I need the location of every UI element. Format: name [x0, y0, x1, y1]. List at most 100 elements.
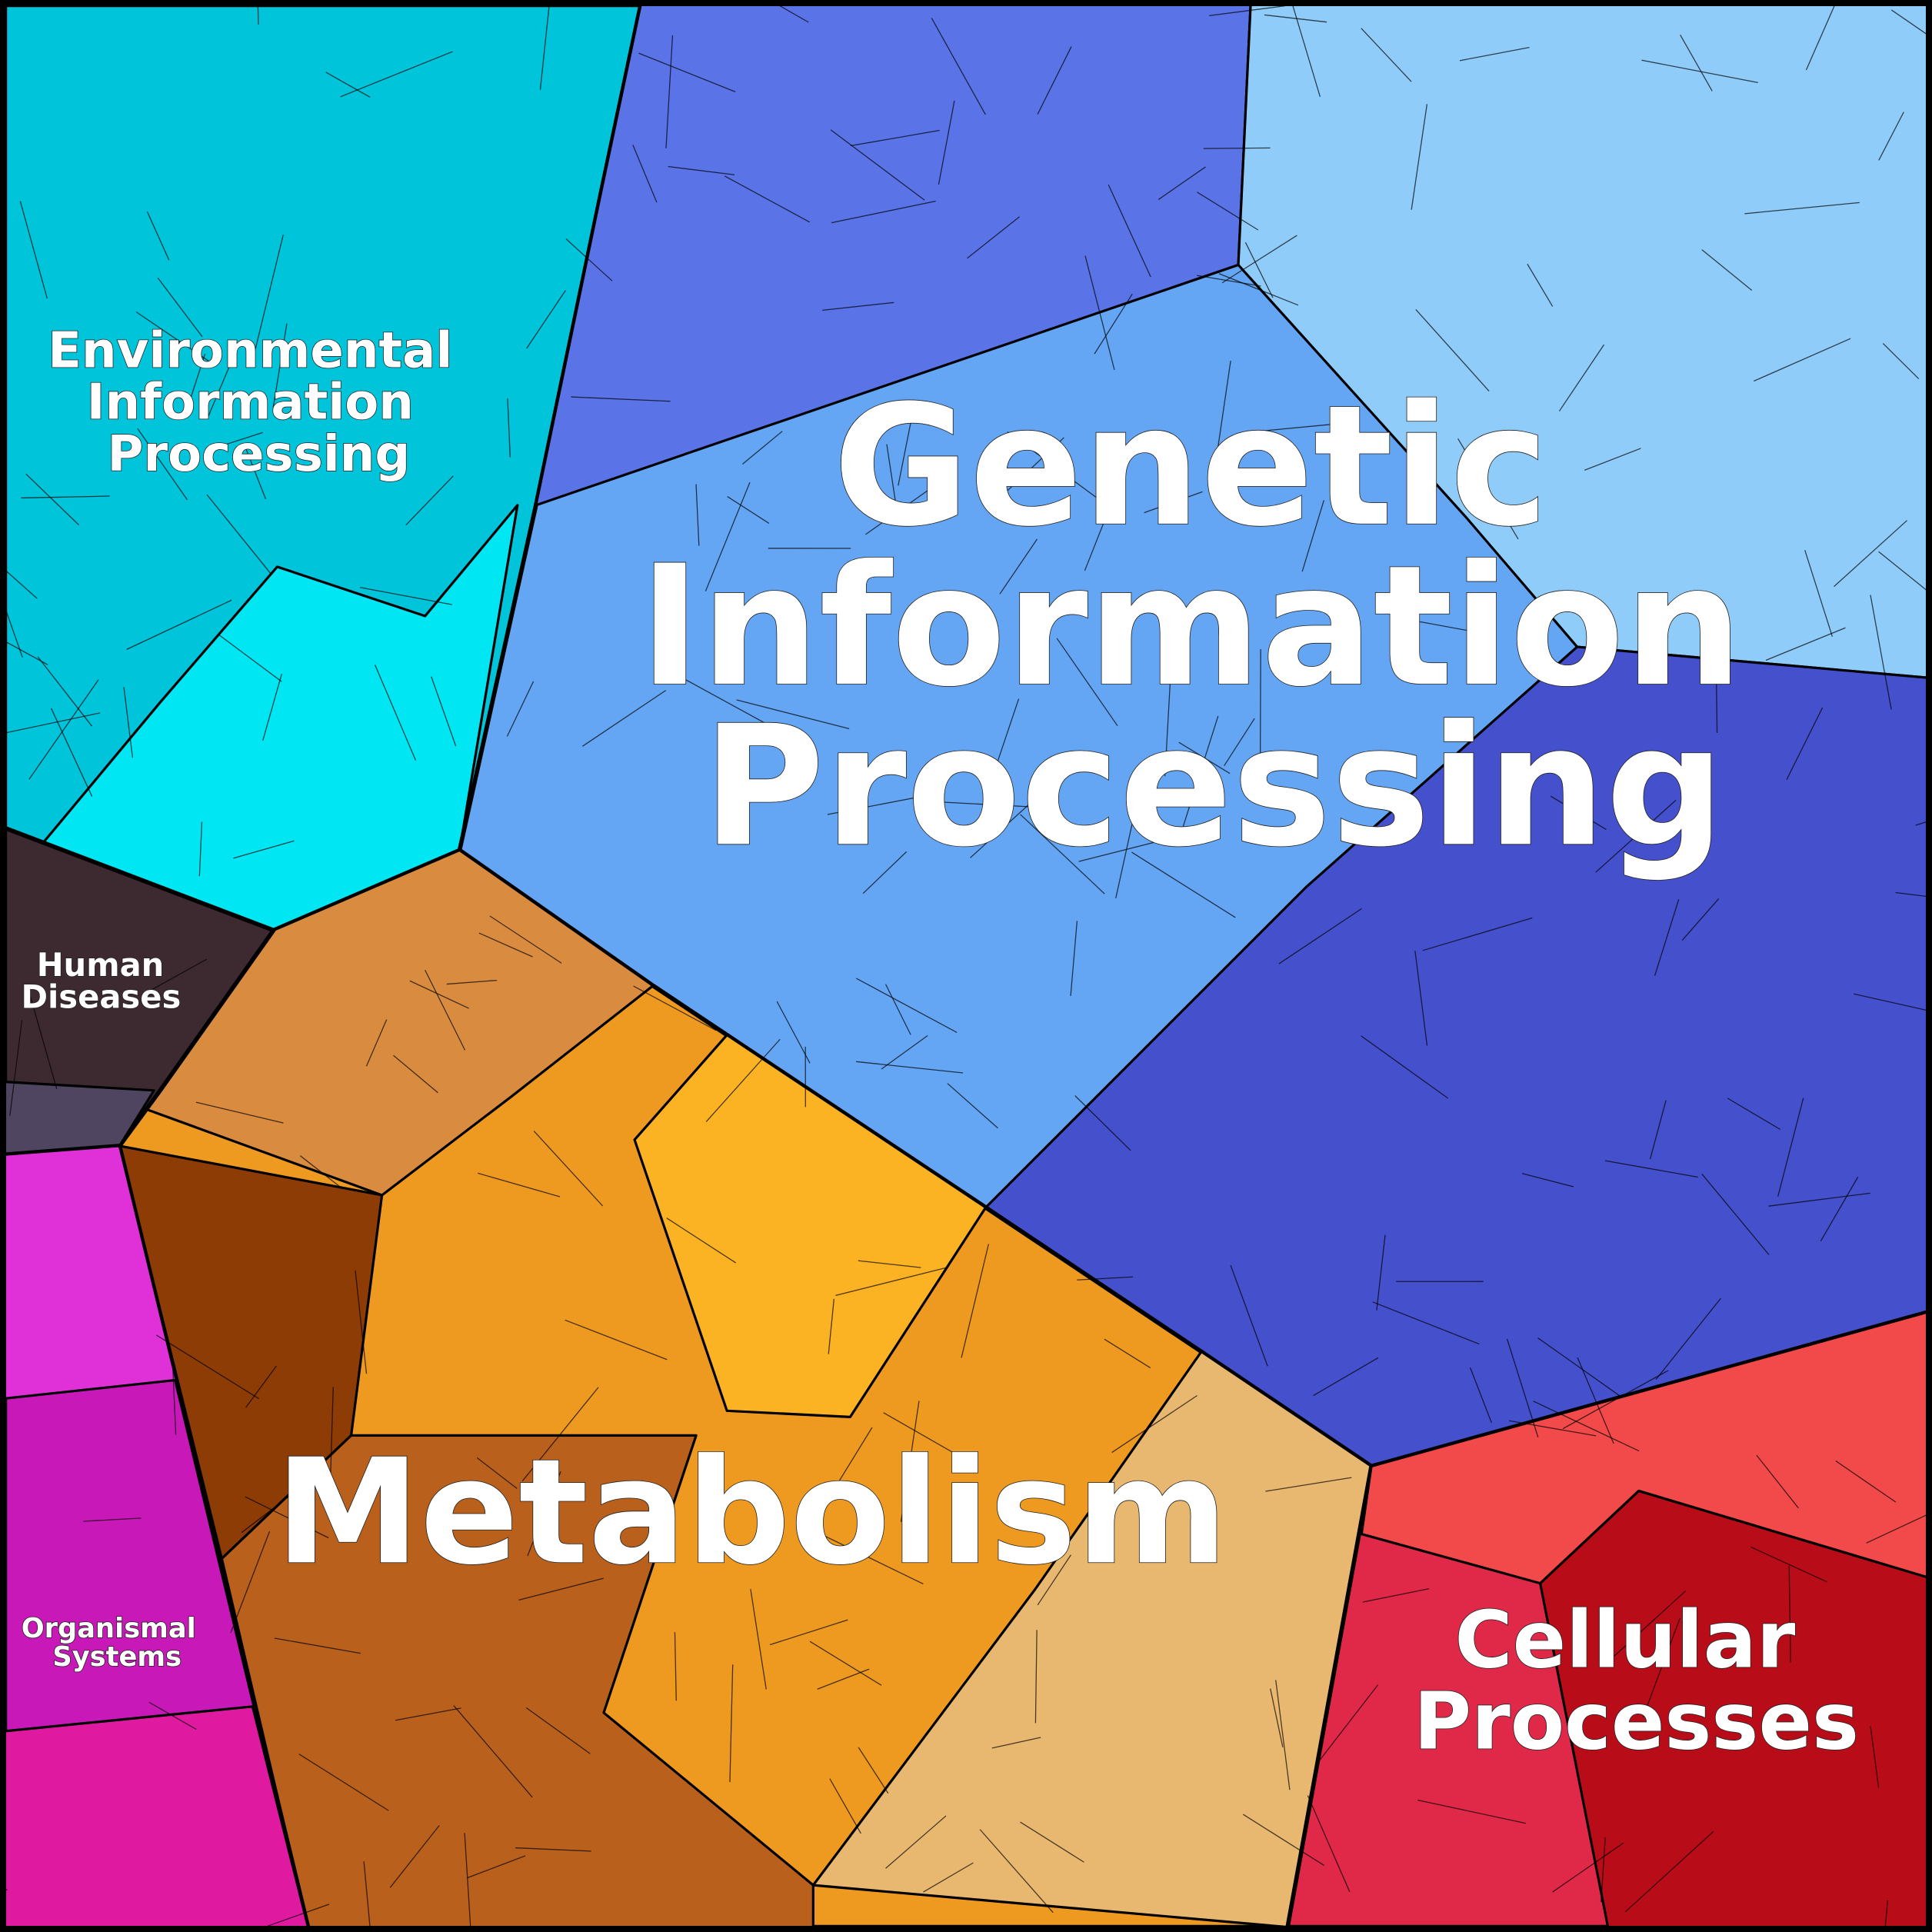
cell-edge [525, 1707, 591, 1754]
cell-edge [466, 1855, 526, 1879]
cell-edge [1215, 361, 1231, 458]
cell-edge [157, 277, 203, 338]
cell-edge [233, 840, 295, 859]
cell-edge [25, 473, 79, 525]
cell-edge [900, 1401, 920, 1522]
cell-edge [329, 1387, 334, 1488]
subregion-met-peach [811, 1350, 1373, 1929]
cell-edge [51, 708, 93, 797]
cell-edge [1870, 595, 1892, 710]
cell-edge [28, 992, 58, 1090]
cell-edge [931, 18, 986, 115]
cell-edge [1224, 718, 1255, 767]
cell-edge [769, 1619, 848, 1646]
cell-edge [1641, 59, 1758, 84]
cell-edge [1255, 423, 1340, 432]
cell-edge [209, 431, 263, 451]
cell-edge [679, 675, 784, 734]
cell-edge [37, 656, 92, 727]
label-environmental: Environmental Information Processing [48, 322, 469, 483]
cell-edge [885, 1815, 947, 1869]
cell-edge [363, 1861, 371, 1932]
cell-edge [1244, 242, 1274, 298]
label-genetic: Genetic Information Processing [639, 370, 1800, 884]
cell-edge [123, 687, 134, 758]
cell-edge [1768, 1192, 1870, 1207]
cell-edge [198, 821, 203, 877]
cell-edge [1624, 1830, 1714, 1913]
cell-edge [865, 484, 938, 535]
cell-edge [1104, 1338, 1151, 1369]
cell-edge [1415, 308, 1490, 391]
cell-edge [856, 978, 958, 1033]
cell-edge [1605, 1591, 1687, 1664]
cell-edge [750, 1588, 767, 1690]
cell-edge [230, 1531, 271, 1634]
cell-edge [464, 1833, 471, 1932]
cell-edge [425, 969, 466, 1051]
cell-edge [405, 475, 454, 526]
cell-edge [1417, 1799, 1527, 1824]
cell-edge [674, 1632, 677, 1701]
cell-edge [727, 496, 770, 524]
cell-edge [828, 1298, 834, 1354]
label-human-diseases: Human Diseases [21, 946, 181, 1016]
cell-edge [1181, 715, 1219, 831]
cell-edge [299, 1155, 344, 1190]
cell-edge [1727, 1098, 1781, 1131]
cell-edge [1275, 1680, 1291, 1790]
cell-edge [262, 673, 282, 741]
cell-edge [695, 484, 700, 546]
cell-edge [1108, 184, 1151, 278]
cell-edge [858, 1747, 889, 1794]
cell-edge [1680, 35, 1713, 92]
cell-edge [1221, 235, 1297, 284]
cell-edge [632, 145, 658, 203]
cell-edge [1820, 1176, 1859, 1241]
cell-edge [1301, 500, 1324, 572]
cell-edge [365, 1019, 388, 1067]
cell-edge [984, 698, 1020, 800]
cell-edge [453, 1705, 533, 1798]
cell-edge [241, 1490, 297, 1534]
cell-edge [1584, 448, 1641, 471]
cell-edge [822, 301, 894, 311]
cell-edge [146, 211, 170, 261]
cell-edge [1070, 921, 1078, 996]
cell-edge [1209, 5, 1286, 17]
cell-edge [539, 4, 550, 90]
cell-edge [1400, 618, 1486, 635]
cell-edge [1777, 1098, 1804, 1197]
cell-edge [244, 445, 267, 500]
cell-edge [1034, 1630, 1038, 1724]
cell-edge [340, 51, 453, 98]
cell-edge [1078, 833, 1189, 862]
cell-edge [1870, 1726, 1880, 1788]
cell-edge [1197, 275, 1261, 287]
cell-edge [1243, 1814, 1325, 1867]
cell-edge [858, 1260, 921, 1268]
cell-edge [856, 1061, 964, 1074]
cell-edge [1550, 795, 1607, 831]
cell-edge [961, 1244, 989, 1358]
cell-edge [1604, 1160, 1698, 1178]
cell-edge [527, 1471, 561, 1557]
cell-edge [938, 100, 955, 185]
cell-edge [829, 1778, 861, 1834]
cell-edge [947, 1083, 998, 1129]
cell-edge [1131, 851, 1236, 918]
cell-edge [446, 979, 498, 985]
cell-edge [1655, 1297, 1721, 1381]
cell-edge [1144, 491, 1203, 514]
cell-edge [526, 290, 566, 349]
cell-edge [967, 216, 1020, 259]
cell-edge [1307, 1795, 1351, 1893]
cell-edge [325, 72, 371, 98]
cell-edge [1681, 898, 1720, 941]
cell-edge [83, 1517, 142, 1522]
cell-edge [1715, 665, 1718, 733]
cell-edge [266, 1904, 330, 1927]
cell-edge [862, 851, 908, 894]
cell-edge [1508, 1420, 1597, 1437]
cell-edge [1558, 344, 1605, 411]
